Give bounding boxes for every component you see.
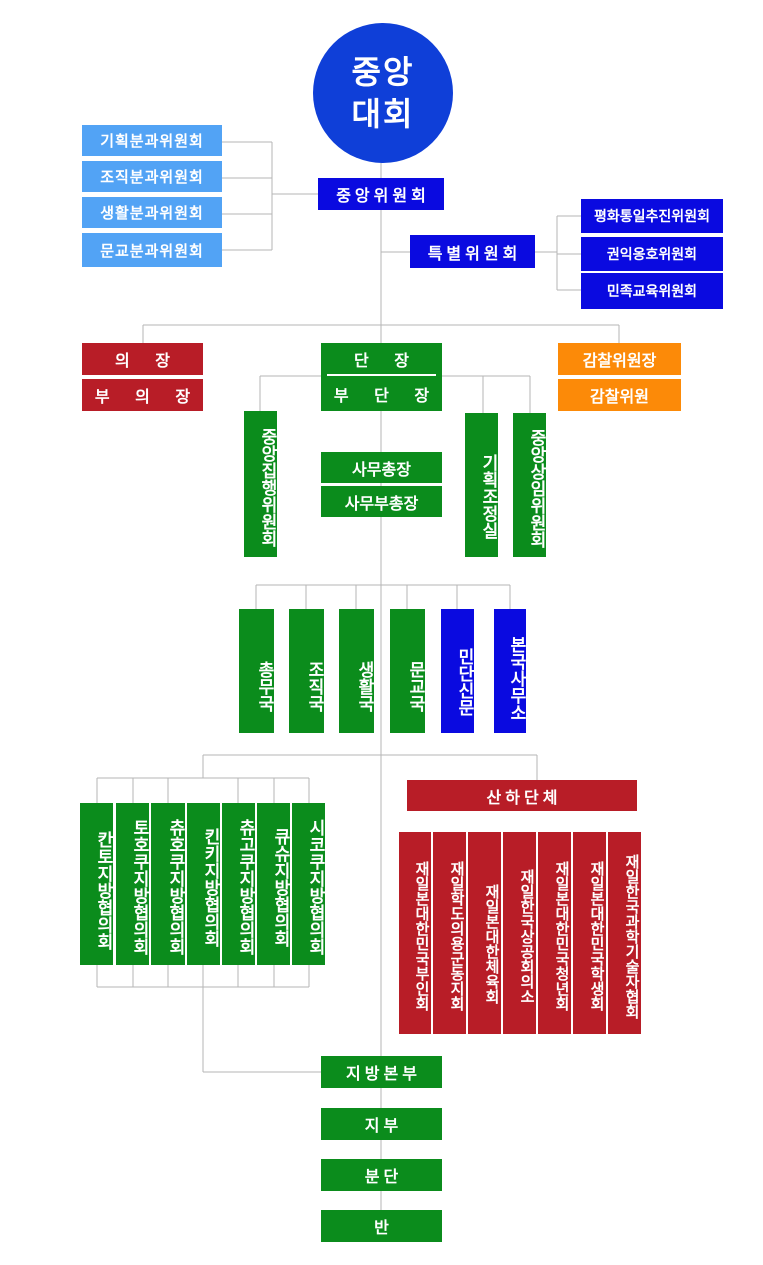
regional-council-chugoku: 츄고쿠지방협의회 bbox=[222, 803, 255, 965]
regional-council-tohoku: 토호쿠지방협의회 bbox=[116, 803, 149, 965]
audit-chief-box: 감찰위원장 bbox=[558, 343, 681, 375]
deputy-leader-title: 부 단 장 bbox=[333, 386, 440, 405]
special-subcommittee-rights: 권익옹호위원회 bbox=[581, 237, 723, 271]
regional-council-kyushu: 큐슈지방협의회 bbox=[257, 803, 290, 965]
affiliated-org-sports-council: 재일본대한체육회 bbox=[468, 832, 501, 1034]
leader-divider bbox=[327, 374, 436, 376]
local-headquarters-box: 지방본부 bbox=[321, 1056, 442, 1088]
bureau-organization: 조직국 bbox=[289, 609, 324, 733]
regional-council-kanto: 칸토지방협의회 bbox=[80, 803, 113, 965]
bureau-livelihood: 생활국 bbox=[339, 609, 374, 733]
affiliated-org-youth-association: 재일본대한민국청년회 bbox=[538, 832, 571, 1034]
chair-box: 의 장 bbox=[82, 343, 203, 375]
standing-committee-box: 중앙상임위원회 bbox=[513, 413, 546, 557]
bureau-general-affairs: 총무국 bbox=[239, 609, 274, 733]
branch-committee-livelihood: 생활분과위원회 bbox=[82, 197, 222, 228]
special-subcommittee-education: 민족교육위원회 bbox=[581, 273, 723, 309]
central-convention-circle: 중앙 대회 bbox=[313, 23, 453, 163]
secretary-general-box: 사무총장 bbox=[321, 452, 442, 483]
central-convention-line2: 대회 bbox=[351, 95, 415, 133]
branch-committee-education: 문교분과위원회 bbox=[82, 233, 222, 267]
central-convention-line1: 중앙 bbox=[351, 53, 415, 91]
audit-member-box: 감찰위원 bbox=[558, 379, 681, 411]
leader-box: 단 장 부 단 장 bbox=[321, 343, 442, 411]
central-committee-box: 중앙위원회 bbox=[318, 178, 444, 210]
planning-office-box: 기획조정실 bbox=[465, 413, 498, 557]
affiliated-organizations-box: 산하단체 bbox=[407, 780, 637, 811]
branch-committee-organization: 조직분과위원회 bbox=[82, 161, 222, 192]
bureau-mindan-newspaper: 민단신문 bbox=[441, 609, 474, 733]
leader-title: 단 장 bbox=[353, 350, 419, 370]
affiliated-org-chamber-of-commerce: 재일한국상공회의소 bbox=[503, 832, 536, 1034]
regional-council-chuhoku: 츄호쿠지방협의회 bbox=[151, 803, 185, 965]
affiliated-org-student-volunteers: 재일학도의용군동지회 bbox=[433, 832, 466, 1034]
affiliated-org-womens-association: 재일본대한민국부인회 bbox=[399, 832, 431, 1034]
bureau-education: 문교국 bbox=[390, 609, 425, 733]
branch-committee-planning: 기획분과위원회 bbox=[82, 125, 222, 156]
unit-box: 반 bbox=[321, 1210, 442, 1242]
special-committee-box: 특별위원회 bbox=[410, 235, 535, 268]
deputy-secretary-general-box: 사무부총장 bbox=[321, 486, 442, 517]
deputy-chair-box: 부 의 장 bbox=[82, 379, 203, 411]
executive-committee-box: 중앙집행위원회 bbox=[244, 411, 277, 557]
affiliated-org-student-association: 재일본대한민국학생회 bbox=[573, 832, 606, 1034]
sub-branch-box: 분단 bbox=[321, 1159, 442, 1191]
bureau-home-office: 본국사무소 bbox=[494, 609, 526, 733]
branch-office-box: 지부 bbox=[321, 1108, 442, 1140]
special-subcommittee-unification: 평화통일추진위원회 bbox=[581, 199, 723, 233]
regional-council-shikoku: 시코쿠지방협의회 bbox=[292, 803, 325, 965]
affiliated-org-scientists-association: 재일한국과학기술자협회 bbox=[608, 832, 641, 1034]
regional-council-kinki: 킨키지방협의회 bbox=[187, 803, 220, 965]
